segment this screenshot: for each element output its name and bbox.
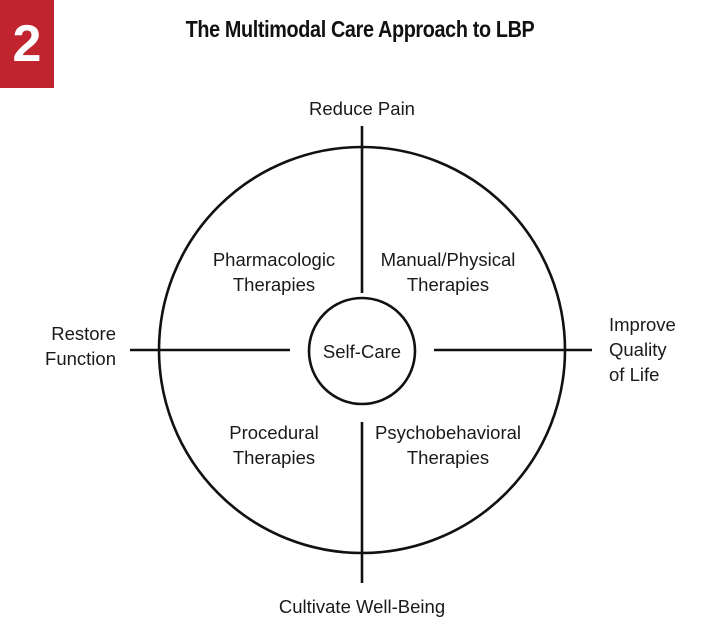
goal-top-label: Reduce Pain: [309, 98, 415, 119]
quadrant-pharmacologic-label: Pharmacologic Therapies: [212, 249, 336, 295]
goal-bottom-label: Cultivate Well-Being: [278, 596, 446, 617]
self-care-circle: [307, 296, 417, 406]
quadrant-procedural-label: Procedural Therapies: [229, 422, 319, 468]
figure-number-badge: 2: [0, 0, 54, 88]
figure-number: 2: [12, 15, 42, 73]
quadrant-psychobehavioral-label: Psychobehavioral Therapies: [374, 422, 522, 468]
quadrant-manual-physical-label: Manual/Physical Therapies: [380, 249, 516, 295]
goal-left-label: Restore Function: [45, 323, 116, 369]
diagram-title: The Multimodal Care Approach to LBP: [185, 16, 535, 42]
self-care-label: Self-Care: [322, 341, 402, 362]
goal-right-label: Improve Quality of Life: [609, 314, 676, 385]
